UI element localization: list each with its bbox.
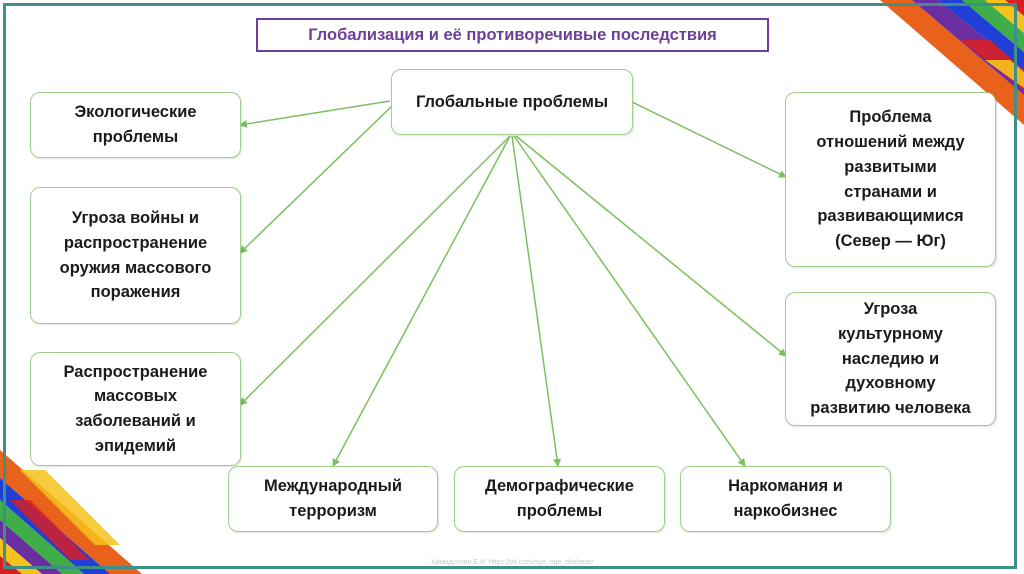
node-cultural-heritage-label: Угроза культурному наследию и духовному … bbox=[810, 297, 970, 421]
node-drugs: Наркомания и наркобизнес bbox=[680, 466, 891, 532]
node-cultural-heritage: Угроза культурному наследию и духовному … bbox=[785, 292, 996, 426]
node-north-south-label: Проблема отношений между развитыми стран… bbox=[816, 105, 964, 254]
node-diseases-label: Распространение массовых заболеваний и э… bbox=[64, 360, 208, 459]
node-terrorism-label: Международный терроризм bbox=[264, 474, 402, 524]
arrow-to-war bbox=[240, 106, 392, 253]
arrow-to-drugs bbox=[514, 136, 745, 466]
node-terrorism: Международный терроризм bbox=[228, 466, 438, 532]
arrow-to-culture bbox=[516, 136, 786, 356]
node-war-threat-label: Угроза войны и распространение оружия ма… bbox=[60, 206, 212, 305]
node-north-south: Проблема отношений между развитыми стран… bbox=[785, 92, 996, 267]
arrow-to-demography bbox=[512, 136, 558, 466]
node-ecology-label: Экологические проблемы bbox=[74, 100, 196, 150]
node-demography: Демографические проблемы bbox=[454, 466, 665, 532]
node-drugs-label: Наркомания и наркобизнес bbox=[728, 474, 843, 524]
node-war-threat: Угроза войны и распространение оружия ма… bbox=[30, 187, 241, 324]
node-diseases: Распространение массовых заболеваний и э… bbox=[30, 352, 241, 466]
arrow-to-terrorism bbox=[333, 136, 510, 466]
arrow-to-north-south bbox=[632, 102, 786, 177]
node-global-problems-label: Глобальные проблемы bbox=[416, 90, 608, 115]
author-credit: Хамидуллин Б.И. https://vk.com/ege_oge_o… bbox=[0, 559, 1024, 566]
node-demography-label: Демографические проблемы bbox=[485, 474, 634, 524]
arrow-to-ecology bbox=[240, 101, 390, 125]
node-ecology: Экологические проблемы bbox=[30, 92, 241, 158]
arrow-to-diseases bbox=[240, 136, 510, 405]
node-global-problems: Глобальные проблемы bbox=[391, 69, 633, 135]
